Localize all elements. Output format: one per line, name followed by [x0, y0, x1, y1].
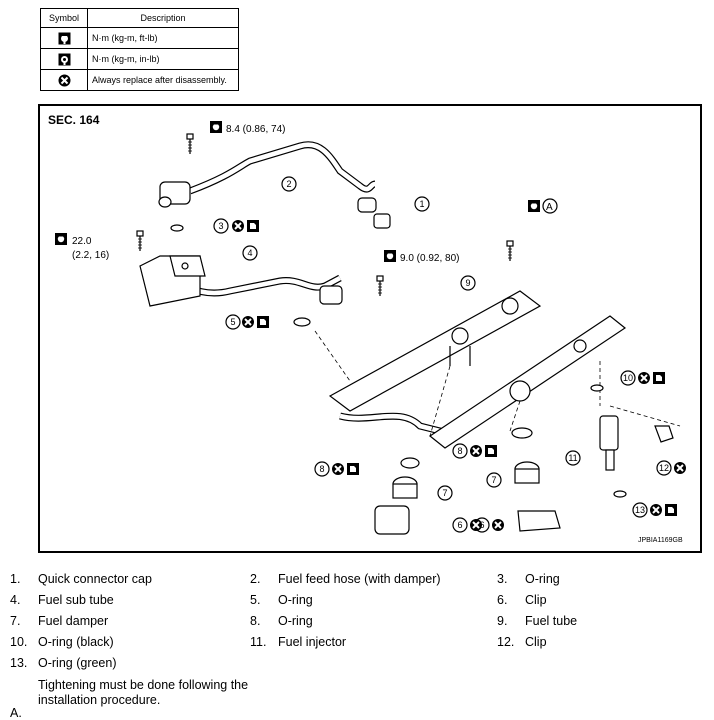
- callout-2: 2: [286, 179, 291, 189]
- symbol-desc-3: Always replace after disassembly.: [87, 69, 239, 91]
- callout-12: 12: [659, 463, 669, 473]
- callout-10: 10: [623, 373, 633, 383]
- note-text: Tightening must be done following the in…: [38, 678, 249, 707]
- symbol-desc-2: N·m (kg-m, in-lb): [87, 48, 239, 70]
- torque-label-9-0: 9.0 (0.92, 80): [400, 253, 459, 264]
- callout-7b: 7: [491, 475, 496, 485]
- replace-x-icon: [58, 74, 70, 86]
- callout-7a: 7: [442, 488, 447, 498]
- section-label: SEC. 164: [48, 113, 100, 127]
- torque-wrench-icon: [58, 32, 70, 44]
- callout-3: 3: [218, 221, 223, 231]
- diagram-drawing: 8.4 (0.86, 74) 22.0 (2.2, 16) 9.0 (0.92,…: [54, 120, 687, 544]
- note-letter: A.: [10, 706, 22, 720]
- callout-11: 11: [568, 453, 577, 463]
- image-code: JPBIA1169GB: [638, 537, 683, 544]
- symbol-header: Symbol: [40, 8, 88, 28]
- callout-4: 4: [247, 248, 252, 258]
- symbol-table: Symbol Description N·m (kg-m, ft-lb) N·m…: [40, 8, 239, 91]
- description-header: Description: [87, 8, 239, 28]
- torque-label-22-0-imperial: (2.2, 16): [72, 250, 109, 261]
- torque-label-22-0: 22.0: [72, 236, 92, 247]
- callout-13: 13: [635, 505, 645, 515]
- callout-5: 5: [230, 317, 235, 327]
- callout-1: 1: [419, 199, 424, 209]
- exploded-view-diagram: 8.4 (0.86, 74) 22.0 (2.2, 16) 9.0 (0.92,…: [38, 104, 702, 553]
- callout-8a: 8: [319, 464, 324, 474]
- torque-wrench-small-icon: [58, 53, 70, 65]
- symbol-desc-1: N·m (kg-m, ft-lb): [87, 27, 239, 49]
- note-a-callout: A: [546, 202, 553, 213]
- torque-label-8-4: 8.4 (0.86, 74): [226, 124, 285, 135]
- callout-9: 9: [465, 278, 470, 288]
- callout-6a: 6: [457, 520, 462, 530]
- callout-8b: 8: [457, 446, 462, 456]
